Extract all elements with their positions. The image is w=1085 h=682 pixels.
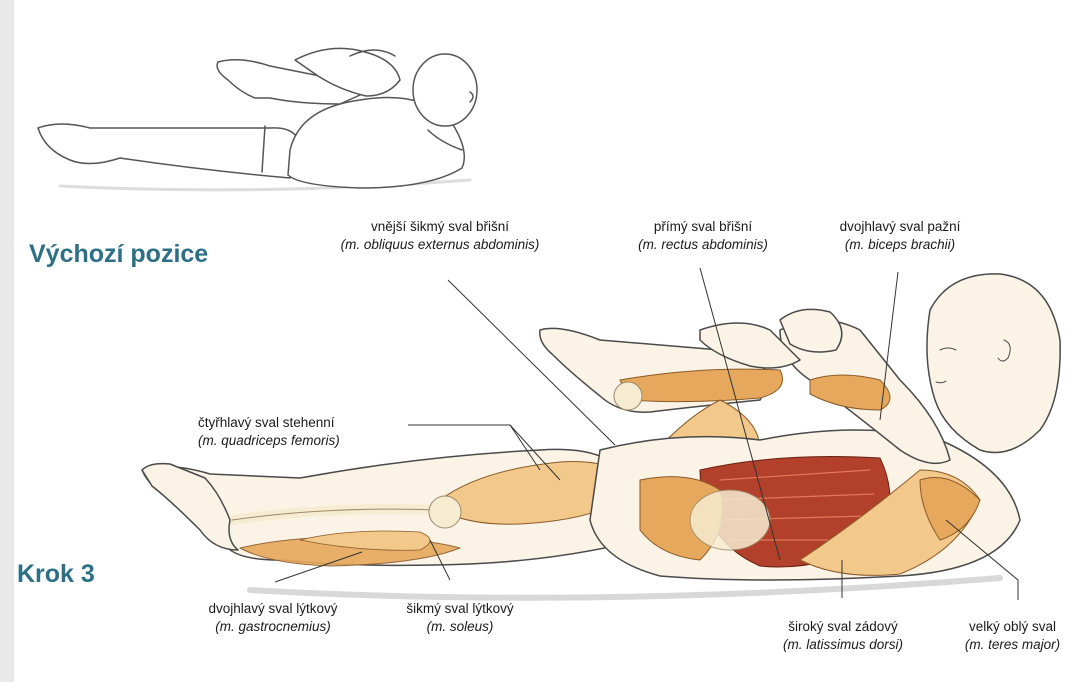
biceps-muscle (810, 375, 890, 410)
label-latin-name: (m. quadriceps femoris) (198, 432, 408, 450)
page-binding-shadow (0, 0, 14, 682)
label-common-name: široký sval zádový (758, 618, 928, 636)
label-latin-name: (m. soleus) (380, 618, 540, 636)
label-latin-name: (m. gastrocnemius) (178, 618, 368, 636)
step-title: Krok 3 (17, 560, 95, 589)
label-quadriceps: čtyřhlavý sval stehenní (m. quadriceps f… (198, 414, 408, 450)
label-latin-name: (m. biceps brachii) (810, 236, 990, 254)
label-common-name: dvojhlavý sval pažní (810, 218, 990, 236)
label-latin-name: (m. teres major) (945, 636, 1080, 654)
label-common-name: dvojhlavý sval lýtkový (178, 600, 368, 618)
label-common-name: šikmý sval lýtkový (380, 600, 540, 618)
label-common-name: vnější šikmý sval břišní (320, 218, 560, 236)
label-biceps: dvojhlavý sval pažní (m. biceps brachii) (810, 218, 990, 254)
label-teres-major: velký oblý sval (m. teres major) (945, 618, 1080, 654)
label-rectus-abdominis: přímý sval břišní (m. rectus abdominis) (608, 218, 798, 254)
label-common-name: velký oblý sval (945, 618, 1080, 636)
label-gastrocnemius: dvojhlavý sval lýtkový (m. gastrocnemius… (178, 600, 368, 636)
start-position-figure (38, 48, 477, 189)
label-soleus: šikmý sval lýtkový (m. soleus) (380, 600, 540, 636)
label-latin-name: (m. rectus abdominis) (608, 236, 798, 254)
label-common-name: čtyřhlavý sval stehenní (198, 414, 408, 432)
start-position-title: Výchozí pozice (29, 240, 208, 269)
label-latin-name: (m. obliquus externus abdominis) (320, 236, 560, 254)
label-common-name: přímý sval břišní (608, 218, 798, 236)
label-latissimus-dorsi: široký sval zádový (m. latissimus dorsi) (758, 618, 928, 654)
label-external-oblique: vnější šikmý sval břišní (m. obliquus ex… (320, 218, 560, 254)
label-latin-name: (m. latissimus dorsi) (758, 636, 928, 654)
